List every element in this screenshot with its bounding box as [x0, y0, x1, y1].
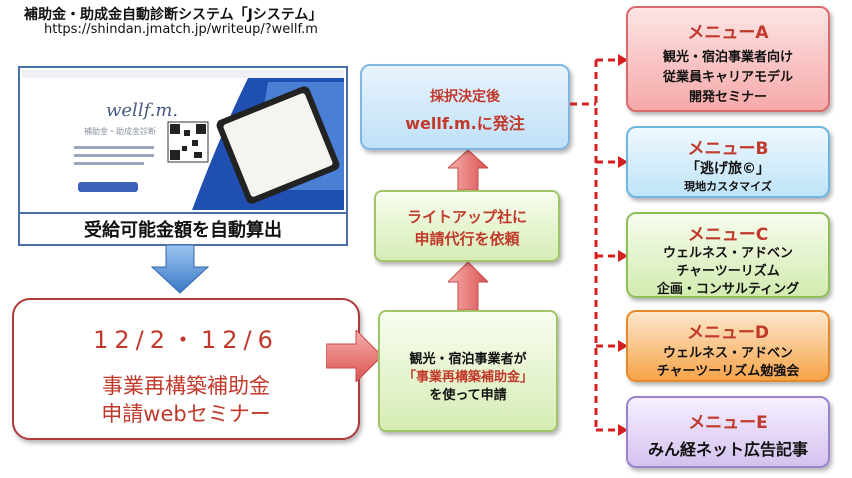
screenshot-caption: 受給可能金額を自動算出 — [20, 212, 346, 244]
menu-e-box: メニューE みん経ネット広告記事 — [626, 396, 830, 468]
step1-line1: 観光・宿泊事業者が — [409, 352, 527, 367]
step1-line3: を使って申請 — [429, 388, 507, 403]
menu-e-line1: みん経ネット広告記事 — [647, 440, 808, 459]
seminar-date: 12/2・12/6 — [93, 326, 279, 354]
right-arrow-icon — [326, 330, 383, 382]
wellfm-logo: wellf.m. — [106, 100, 179, 121]
menu-d-line2: チャーツーリズム勉強会 — [656, 364, 800, 379]
dashed-connector-lines — [570, 54, 628, 436]
flow-step-order: 採択決定後 wellf.m.に発注 — [360, 64, 570, 150]
up-arrow-icon — [448, 262, 488, 310]
website-screenshot-panel: wellf.m. 補助金・助成金診断 受給可能金額を自動算出 — [18, 66, 348, 246]
menu-c-title: メニューC — [687, 225, 769, 245]
seminar-box: 12/2・12/6 事業再構築補助金 申請webセミナー — [12, 298, 360, 440]
screenshot-subtitle: 補助金・助成金診断 — [84, 127, 156, 136]
down-arrow-icon — [150, 245, 210, 294]
step3-line1: 採択決定後 — [430, 89, 500, 105]
flow-step-apply: 観光・宿泊事業者が 「事業再構築補助金」 を使って申請 — [378, 310, 558, 432]
seminar-title-line1: 事業再構築補助金 — [102, 374, 270, 398]
menu-d-title: メニューD — [686, 323, 770, 343]
up-arrow-icon — [448, 150, 488, 190]
menu-a-line3: 開発セミナー — [688, 90, 767, 105]
menu-a-title: メニューA — [687, 23, 769, 43]
menu-a-line1: 観光・宿泊事業者向け — [662, 50, 793, 65]
flow-step-outsource: ライトアップ社に 申請代行を依頼 — [374, 190, 560, 262]
menu-c-line2: チャーツーリズム — [676, 264, 780, 279]
step2-line1: ライトアップ社に — [406, 208, 527, 226]
system-title: 補助金・助成金自動診断システム「Jシステム」 — [24, 7, 323, 23]
menu-a-line2: 従業員キャリアモデル — [662, 70, 793, 85]
step3-line2: wellf.m.に発注 — [405, 114, 525, 133]
menu-d-line1: ウェルネス・アドベン — [662, 346, 793, 361]
menu-a-box: メニューA 観光・宿泊事業者向け 従業員キャリアモデル 開発セミナー — [626, 6, 830, 112]
menu-e-title: メニューE — [688, 413, 768, 433]
menu-c-line1: ウェルネス・アドベン — [662, 246, 793, 261]
menu-b-line2: 現地カスタマイズ — [684, 180, 772, 193]
menu-c-box: メニューC ウェルネス・アドベン チャーツーリズム 企画・コンサルティング — [626, 212, 830, 298]
step1-line2: 「事業再構築補助金」 — [402, 370, 533, 385]
menu-b-box: メニューB 「逃げ旅©」 現地カスタマイズ — [626, 126, 830, 198]
menu-c-line3: 企画・コンサルティング — [656, 282, 800, 297]
system-url[interactable]: https://shindan.jmatch.jp/writeup/?wellf… — [44, 22, 318, 37]
step2-line2: 申請代行を依頼 — [414, 230, 520, 248]
website-screenshot-image: wellf.m. 補助金・助成金診断 — [22, 70, 344, 210]
menu-b-line1: 「逃げ旅©」 — [686, 161, 770, 177]
seminar-title-line2: 申請webセミナー — [101, 402, 271, 426]
menu-b-title: メニューB — [687, 139, 769, 159]
menu-d-box: メニューD ウェルネス・アドベン チャーツーリズム勉強会 — [626, 310, 830, 382]
